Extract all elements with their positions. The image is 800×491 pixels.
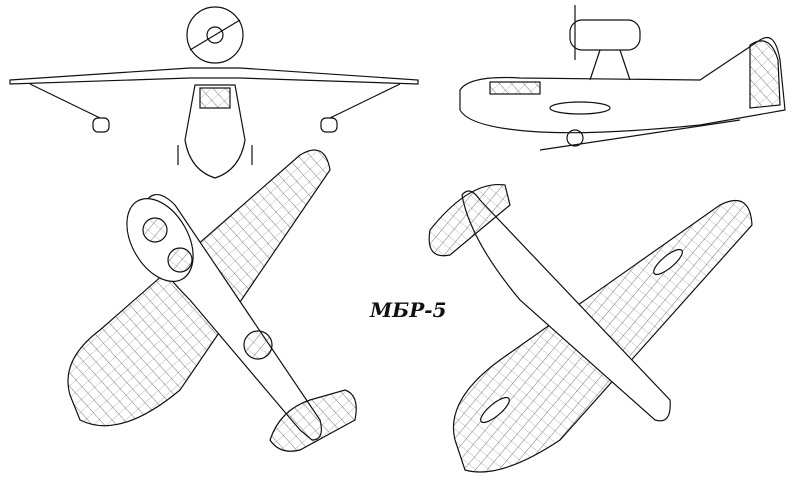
- bottom-view: [67, 149, 357, 452]
- hull-side: [459, 36, 786, 134]
- propeller-disc: [186, 6, 244, 64]
- bottom-engine: [243, 330, 273, 360]
- tail-fin: [749, 40, 781, 109]
- side-view: [459, 5, 786, 151]
- wheel: [566, 129, 584, 147]
- bottom-tailplane: [269, 389, 357, 452]
- engine-nacelle: [569, 19, 641, 51]
- front-wing: [9, 67, 419, 85]
- top-tailplane: [428, 183, 511, 257]
- aircraft-designation: МБР-5: [370, 298, 447, 322]
- front-view: [9, 6, 419, 179]
- right-float: [320, 117, 338, 133]
- left-float: [92, 117, 110, 133]
- side-wing-section: [549, 101, 611, 115]
- top-view: [428, 183, 753, 473]
